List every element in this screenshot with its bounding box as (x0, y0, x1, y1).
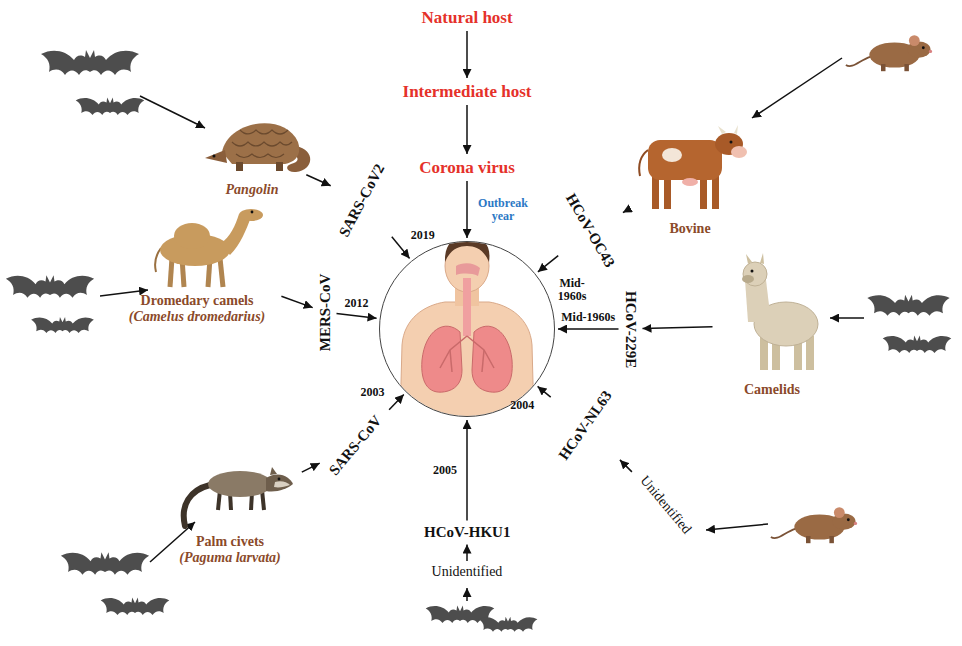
host-node: Bovine (630, 115, 750, 240)
connector-arrow (337, 313, 377, 318)
virus-name: HCoV-NL63 (555, 387, 616, 463)
host-name: Unidentified (432, 564, 503, 580)
connector-arrow (392, 237, 410, 259)
host-name: Pangolin (226, 182, 279, 198)
legend-text: Intermediate host (403, 82, 532, 102)
virus-name: HCoV-OC43 (562, 190, 618, 270)
year-label: 2012 (345, 297, 369, 310)
virus-node: HCoV-OC43 (560, 187, 620, 273)
connector-arrow (466, 545, 468, 562)
connector-arrow (389, 395, 404, 410)
virus-node: HCoV-HKU1 (421, 523, 513, 542)
connector-arrow (623, 210, 628, 213)
host-name: Unidentified (636, 473, 694, 538)
host-name: Camelids (744, 382, 800, 398)
host-name: (Camelus dromedarius) (129, 309, 266, 325)
legend-text: Natural host (422, 8, 513, 28)
virus-node: SARS-CoV (322, 409, 387, 482)
virus-node: HCoV-NL63 (552, 384, 617, 466)
connector-arrow (281, 296, 312, 307)
host-node: Unidentified (633, 470, 696, 541)
virus-node: MERS-CoV (316, 270, 335, 354)
virus-name: HCoV-229E (621, 291, 638, 368)
connector-arrow (620, 460, 632, 472)
host-name: (Paguma larvata) (179, 550, 281, 566)
virus-name: HCoV-HKU1 (424, 524, 510, 541)
virus-node: SARS-CoV2 (333, 158, 390, 243)
host-node: Pangolin (200, 100, 305, 200)
host-node: Unidentified (429, 563, 506, 581)
connector-arrow (466, 105, 468, 154)
year-label: 2003 (360, 386, 384, 399)
host-node: Camelids (715, 250, 830, 400)
connector-arrow (302, 463, 320, 472)
legend-text: Corona virus (419, 158, 515, 178)
legend-step: Intermediate host (400, 81, 535, 103)
connector-arrow (558, 328, 619, 330)
year-label: 2005 (433, 464, 457, 477)
human-circle (379, 241, 555, 417)
connector-arrow (538, 256, 558, 272)
virus-name: SARS-CoV (325, 412, 385, 479)
connector-arrow (643, 327, 713, 329)
year-label: 2004 (510, 399, 534, 412)
host-name: Bovine (669, 221, 710, 237)
virus-name: SARS-CoV2 (336, 161, 389, 240)
connector-arrow (466, 181, 468, 238)
host-name: Palm civets (196, 534, 264, 550)
virus-node: HCoV-229E (621, 288, 640, 371)
outbreak-label: Outbreak year (473, 197, 533, 223)
year-label: Mid-1960s (553, 277, 591, 303)
connector-arrow (466, 31, 468, 78)
legend-step: Natural host (419, 7, 516, 29)
host-node: Palm civets(Paguma larvata) (160, 450, 300, 568)
year-label: 2019 (411, 229, 435, 242)
virus-name: MERS-CoV (317, 273, 334, 351)
year-label: Mid-1960s (561, 311, 615, 324)
host-node: Dromedary camels(Camelus dromedarius) (115, 205, 280, 328)
connector-arrow (466, 420, 468, 521)
connector-arrow (306, 175, 330, 186)
host-name: Dromedary camels (141, 293, 254, 309)
legend-step: Corona virus (416, 157, 518, 179)
connector-arrow (538, 386, 551, 397)
